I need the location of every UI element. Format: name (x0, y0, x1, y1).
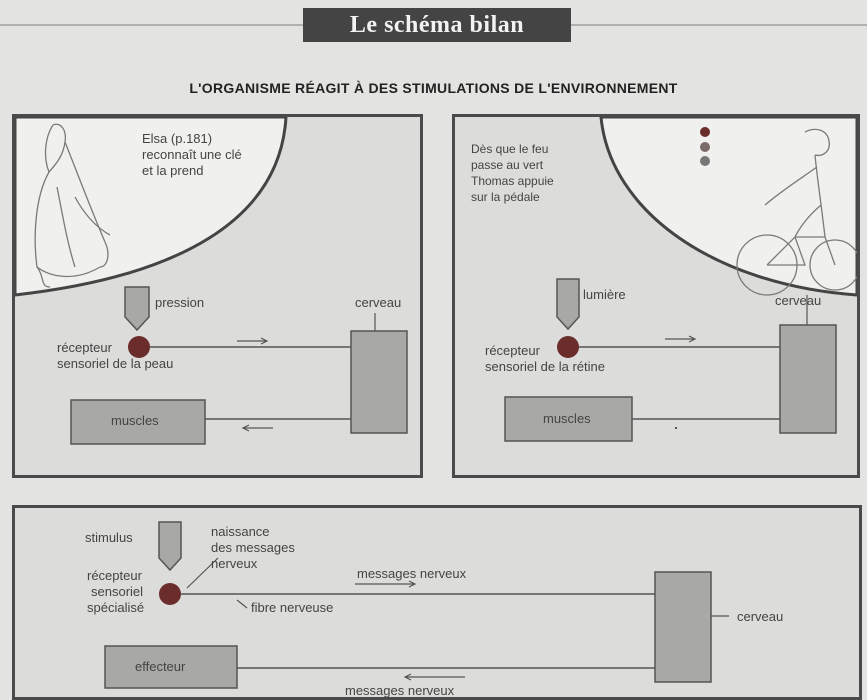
effector-label: effecteur (135, 659, 186, 674)
diagram-subtitle: L'ORGANISME RÉAGIT À DES STIMULATIONS DE… (189, 80, 678, 96)
brain-label: cerveau (355, 295, 402, 310)
bottom-panel: stimulus récepteur sensoriel spécialisé … (12, 505, 862, 700)
traffic-light-green-icon (700, 156, 710, 166)
receptor-dot (159, 583, 181, 605)
girl-sketch-icon (34, 123, 111, 288)
caption-line-2: reconnaît une clé (142, 147, 242, 162)
birth-label-2: des messages (211, 540, 295, 555)
receptor-label-2: sensoriel (91, 584, 144, 599)
arrow-left-icon (403, 673, 465, 681)
traffic-light-amber-icon (700, 142, 710, 152)
stimulus-label: pression (155, 295, 205, 310)
brain-label: cerveau (737, 609, 784, 624)
receptor-label-1: récepteur (485, 343, 540, 358)
caption-line-3: et la prend (142, 163, 204, 178)
receptor-label-1: récepteur (87, 568, 142, 583)
receptor-dot (557, 336, 579, 358)
caption-line-1: Elsa (p.181) (142, 131, 213, 146)
stimulus-label: stimulus (85, 530, 133, 545)
arrow-right-icon (237, 337, 269, 345)
bottom-panel-drawing (104, 521, 729, 689)
fiber-label: fibre nerveuse (251, 600, 334, 615)
right-panel: Dès que le feu passe au vert Thomas appu… (452, 114, 860, 478)
stimulus-arrow (124, 286, 150, 332)
left-panel: Elsa (p.181) reconnaît une clé et la pre… (12, 114, 423, 478)
brain-box (779, 324, 837, 434)
messages-top-label: messages nerveux (357, 566, 467, 581)
caption-line-3: Thomas appuie (471, 174, 554, 188)
right-panel-drawing (504, 117, 857, 442)
brain-label: cerveau (775, 293, 822, 308)
arrow-right-icon (355, 580, 417, 588)
arrow-left-icon (241, 424, 273, 432)
effector-box (504, 396, 633, 442)
left-panel-drawing (15, 117, 408, 445)
illustration-frame (15, 117, 288, 297)
stimulus-arrow (158, 521, 182, 572)
messages-bottom-label: messages nerveux (345, 683, 455, 698)
receptor-label-2: sensoriel de la peau (57, 356, 174, 371)
effector-box (104, 645, 238, 689)
traffic-light-red-icon (700, 127, 710, 137)
effector-box (70, 399, 206, 445)
birth-label-1: naissance (211, 524, 270, 539)
brain-box (350, 330, 408, 434)
illustration-frame (599, 117, 857, 297)
stimulus-label: lumière (583, 287, 626, 302)
effector-label: muscles (111, 413, 159, 428)
receptor-label-3: spécialisé (87, 600, 145, 615)
receptor-dot (128, 336, 150, 358)
effector-label: muscles (543, 411, 591, 426)
caption-line-2: passe au vert (471, 158, 544, 172)
caption-line-1: Dès que le feu (471, 142, 549, 156)
cyclist-sketch-icon (736, 128, 857, 296)
birth-label-3: nerveux (211, 556, 258, 571)
arrow-right-icon (665, 335, 697, 343)
caption-line-4: sur la pédale (471, 190, 540, 204)
brain-box (654, 571, 712, 683)
page-title: Le schéma bilan (303, 8, 571, 42)
stimulus-arrow (556, 278, 580, 331)
receptor-label-2: sensoriel de la rétine (485, 359, 605, 374)
receptor-label-1: récepteur (57, 340, 112, 355)
